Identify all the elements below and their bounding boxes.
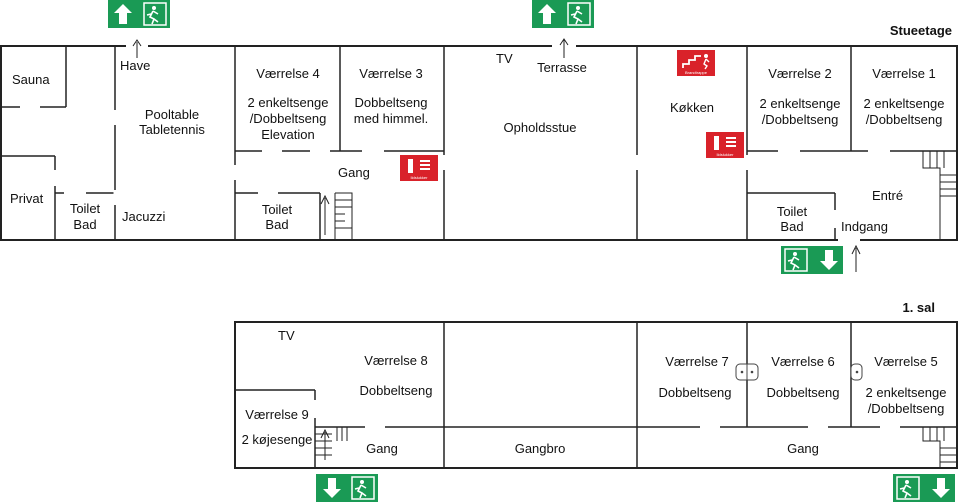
- room-desc: 2 enkeltsenge: [760, 96, 841, 111]
- room-label-vaerrelse-9: Værrelse 9: [245, 407, 309, 422]
- room-desc: med himmel.: [354, 111, 428, 126]
- room-label-privat: Privat: [10, 191, 44, 206]
- exit-sign: [108, 0, 170, 28]
- room-desc: /Dobbeltseng: [868, 401, 945, 416]
- room-label-gangbro: Gangbro: [515, 441, 566, 456]
- room-label-toilet: Toilet: [262, 202, 293, 217]
- room-label-tabletennis: Tabletennis: [139, 122, 205, 137]
- exit-sign: [532, 0, 594, 28]
- room-desc: 2 køjesenge: [242, 432, 313, 447]
- room-desc: Dobbeltseng: [355, 95, 428, 110]
- room-label-vaerrelse-8: Værrelse 8: [364, 353, 428, 368]
- emergency-exit-icon: [896, 476, 920, 500]
- emergency-exit-icon: [784, 248, 808, 272]
- room-desc: /Dobbeltseng: [762, 112, 839, 127]
- sign-text: Brandtrappe: [685, 70, 708, 75]
- room-label-vaerrelse-6: Værrelse 6: [771, 354, 835, 369]
- arrow-up-icon: [320, 194, 330, 235]
- fire-escape-stair-icon: [682, 55, 701, 68]
- room-desc: /Dobbeltseng: [250, 111, 327, 126]
- arrow-up-icon: [851, 244, 861, 272]
- fire-extinguisher-icon: [408, 159, 413, 173]
- room-label-jacuzzi: Jacuzzi: [122, 209, 165, 224]
- room-label-toilet: Toilet: [70, 201, 101, 216]
- room-label-vaerrelse-7: Værrelse 7: [665, 354, 729, 369]
- arrow-up-icon: [114, 4, 132, 24]
- stairs-icon: [314, 426, 348, 468]
- room-label-vaerrelse-4: Værrelse 4: [256, 66, 320, 81]
- fire-extinguisher-sign: Ildslukker: [400, 155, 438, 181]
- room-label-bad: Bad: [73, 217, 96, 232]
- room-desc: Dobbeltseng: [659, 385, 732, 400]
- arrow-up-icon: [538, 4, 556, 24]
- room-label-vaerrelse-2: Værrelse 2: [768, 66, 832, 81]
- emergency-exit-icon: [567, 2, 591, 26]
- room-label-vaerrelse-1: Værrelse 1: [872, 66, 936, 81]
- room-desc: 2 enkeltsenge: [866, 385, 947, 400]
- room-label-bad: Bad: [780, 219, 803, 234]
- stairs-icon: [922, 151, 957, 240]
- room-label-vaerrelse-3: Værrelse 3: [359, 66, 423, 81]
- fire-extinguisher-icon: [714, 136, 719, 150]
- stairs-icon: [922, 427, 957, 468]
- room-label-gang: Gang: [338, 165, 370, 180]
- room-desc: 2 enkeltsenge: [248, 95, 329, 110]
- fire-stair-sign: Brandtrappe: [677, 50, 715, 76]
- room-desc: /Dobbeltseng: [866, 112, 943, 127]
- room-label-indgang: Indgang: [841, 219, 888, 234]
- room-label-gang: Gang: [787, 441, 819, 456]
- first-outer-wall: [234, 321, 958, 469]
- arrow-down-icon: [820, 250, 838, 270]
- room-label-terrasse: Terrasse: [537, 60, 587, 75]
- arrow-up-icon: [132, 39, 142, 58]
- sign-text: Ildslukker: [411, 175, 429, 180]
- ground-floor: Stueetage: [0, 0, 958, 274]
- ground-outer-wall: [0, 45, 958, 241]
- emergency-exit-icon: [143, 2, 167, 26]
- sign-text: Ildslukker: [717, 152, 735, 157]
- lock-icon: [850, 363, 863, 381]
- room-label-kokken: Køkken: [670, 100, 714, 115]
- room-desc: Elevation: [261, 127, 314, 142]
- floor-label-first: 1. sal: [902, 300, 935, 315]
- room-label-pooltable: Pooltable: [145, 107, 199, 122]
- room-desc: Dobbeltseng: [360, 383, 433, 398]
- arrow-down-icon: [932, 478, 950, 498]
- room-label-bad: Bad: [265, 217, 288, 232]
- room-label-vaerrelse-5: Værrelse 5: [874, 354, 938, 369]
- lock-icon: [735, 363, 759, 381]
- floor-label-ground: Stueetage: [890, 23, 952, 38]
- exit-sign: [316, 474, 378, 502]
- room-label-gang: Gang: [366, 441, 398, 456]
- room-label-sauna: Sauna: [12, 72, 50, 87]
- room-label-entre: Entré: [872, 188, 903, 203]
- room-label-toilet: Toilet: [777, 204, 808, 219]
- room-desc: Dobbeltseng: [767, 385, 840, 400]
- arrow-up-icon: [559, 38, 569, 58]
- exit-sign: [893, 474, 955, 502]
- arrow-down-icon: [323, 478, 341, 498]
- room-label-opholdsstue: Opholdsstue: [504, 120, 577, 135]
- fire-extinguisher-sign: Ildslukker: [706, 132, 744, 158]
- room-label-tv: TV: [278, 328, 295, 343]
- exit-sign: [781, 246, 843, 274]
- room-label-tv: TV: [496, 51, 513, 66]
- stairs-icon: [334, 192, 353, 240]
- room-desc: 2 enkeltsenge: [864, 96, 945, 111]
- first-floor: 1. sal: [234, 300, 958, 502]
- emergency-exit-icon: [351, 476, 375, 500]
- room-label-have: Have: [120, 58, 150, 73]
